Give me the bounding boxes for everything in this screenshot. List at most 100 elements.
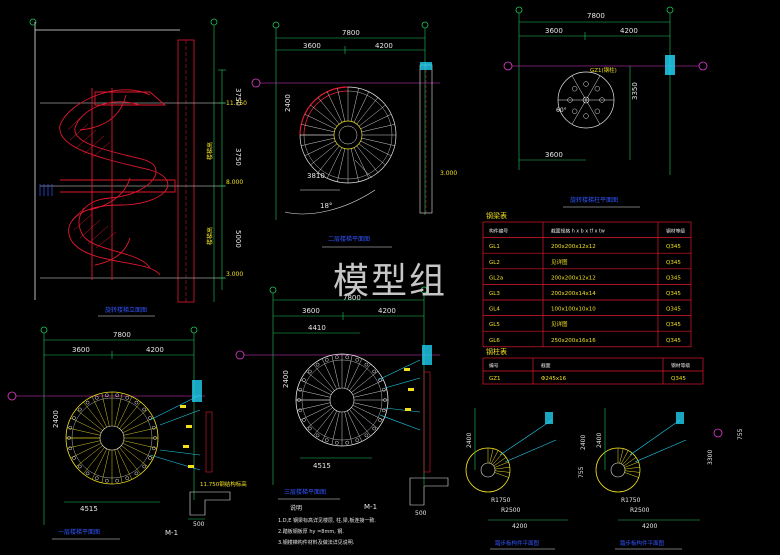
table-cell: Q345 xyxy=(666,275,681,281)
baluster-dot xyxy=(77,407,82,412)
baluster-dot xyxy=(68,446,73,451)
baluster-dot xyxy=(115,393,120,398)
bolt-hole xyxy=(583,81,589,87)
p2-dim-right: 4200 xyxy=(375,42,393,50)
elev-8000: 8.000 xyxy=(226,179,243,186)
tread-spoke xyxy=(321,410,337,442)
table-cell: 见详图 xyxy=(551,258,568,266)
tread-spoke xyxy=(344,411,353,445)
tread-spoke xyxy=(353,91,370,123)
bolt-hole xyxy=(583,113,589,119)
tread-spoke xyxy=(310,143,338,166)
table-cell: GL2 xyxy=(489,260,500,266)
tread-spoke xyxy=(123,427,157,436)
tread-spoke xyxy=(337,88,346,122)
tread-spoke xyxy=(351,371,379,393)
tread-spoke xyxy=(119,401,141,429)
baluster-dot xyxy=(148,416,152,420)
tread-spoke xyxy=(347,358,363,390)
p2-spiral xyxy=(299,86,397,184)
watermark-text: 模型组 xyxy=(333,261,448,302)
radial-line xyxy=(571,75,587,101)
baluster-dot xyxy=(77,464,82,469)
tread-spoke xyxy=(67,427,101,436)
table-cell: GL4 xyxy=(489,307,500,313)
d2-dim-4200: 4200 xyxy=(642,523,657,530)
tread-spoke xyxy=(352,379,384,395)
baluster-dot xyxy=(324,438,329,443)
tread-spoke xyxy=(301,137,335,146)
table-cell: GL2a xyxy=(489,275,503,281)
tread-spoke xyxy=(489,448,494,464)
radial-line xyxy=(585,75,601,101)
baluster-dot xyxy=(148,456,152,460)
baluster-dot xyxy=(134,400,139,405)
table-cell: Φ245x16 xyxy=(541,376,567,382)
elev-11750: 11.750 xyxy=(226,100,247,107)
baluster-dot xyxy=(315,362,320,367)
baluster-dot xyxy=(125,476,130,481)
d1-r2500: R2500 xyxy=(501,507,521,514)
dim-3750-a: 3750 xyxy=(234,88,242,106)
baluster-dot xyxy=(355,438,360,443)
dim-3750-b: 3750 xyxy=(234,148,242,166)
tread-spoke xyxy=(351,407,379,429)
tread-spoke xyxy=(114,393,123,427)
tread-spoke xyxy=(317,145,340,173)
p1-dim-right: 4200 xyxy=(146,346,164,354)
baluster-dot xyxy=(151,425,156,430)
baluster-dot xyxy=(85,400,90,405)
elev-label-yellow-b: 楼梯高 xyxy=(206,227,214,245)
table-cell: Q345 xyxy=(666,260,681,266)
radial-line xyxy=(585,99,601,125)
tread-spoke xyxy=(352,405,384,421)
p5-dim-4410: 4410 xyxy=(308,324,326,332)
p5-dim-total: 7800 xyxy=(343,294,361,302)
tread-spoke xyxy=(493,457,507,467)
tread-spoke xyxy=(353,402,387,411)
tread-spoke xyxy=(91,396,107,428)
notes-title: 说明 xyxy=(290,504,302,512)
tread-spoke xyxy=(301,124,335,133)
table-cell: 200x200x12x12 xyxy=(551,244,596,250)
elev-label-yellow-a: 楼梯高 xyxy=(206,142,214,160)
tread-spoke xyxy=(121,409,149,431)
p2-dim-total: 7800 xyxy=(342,29,360,37)
tread-spoke xyxy=(121,445,149,467)
table-cell: 100x100x10x10 xyxy=(551,307,596,313)
column-plan-view: 7800 3600 4200 GZ1(钢柱) 60° 3600 3350 旋转楼… xyxy=(503,6,708,208)
tread-spoke xyxy=(313,409,335,437)
table-cell: Q345 xyxy=(671,376,686,382)
baluster-dot xyxy=(302,378,306,382)
d1-dim-4200: 4200 xyxy=(512,523,527,530)
p1-dim-2400: 2400 xyxy=(52,410,60,428)
tread-spoke xyxy=(300,379,332,395)
caption-detail-1: 踏步板构件平面图 xyxy=(495,539,540,547)
baluster-dot xyxy=(324,357,329,362)
tread-spoke xyxy=(70,417,102,433)
tread-spoke xyxy=(75,409,103,431)
p5-mark-m1: M-1 xyxy=(364,503,377,511)
tread-spoke xyxy=(122,443,154,459)
baluster-dot xyxy=(125,395,130,400)
baluster-dot xyxy=(364,433,369,438)
tread-spoke xyxy=(349,363,371,391)
tread-spoke xyxy=(491,450,499,464)
table-cell: GL3 xyxy=(489,291,500,297)
baluster-dot xyxy=(378,418,382,422)
d2-dim-2400: 2400 xyxy=(596,433,603,448)
baluster-dot xyxy=(68,425,73,430)
tread-spoke xyxy=(321,358,337,390)
table-cell: 200x200x12x12 xyxy=(551,275,596,281)
baluster-dot xyxy=(142,407,147,412)
tread-spoke xyxy=(83,401,105,429)
baluster-dot xyxy=(372,426,377,431)
tread-spoke xyxy=(622,453,633,465)
tread-spoke xyxy=(621,450,629,464)
d1-r1750: R1750 xyxy=(491,497,511,504)
plan-1f-view: 7800 3600 4200 2400 4515 11.750钢结构标高 xyxy=(7,326,247,540)
baluster-dot xyxy=(134,471,139,476)
tread-spoke xyxy=(624,472,639,478)
baluster-dot xyxy=(355,357,360,362)
caption-column-plan: 旋转楼梯柱平面图 xyxy=(570,196,618,204)
